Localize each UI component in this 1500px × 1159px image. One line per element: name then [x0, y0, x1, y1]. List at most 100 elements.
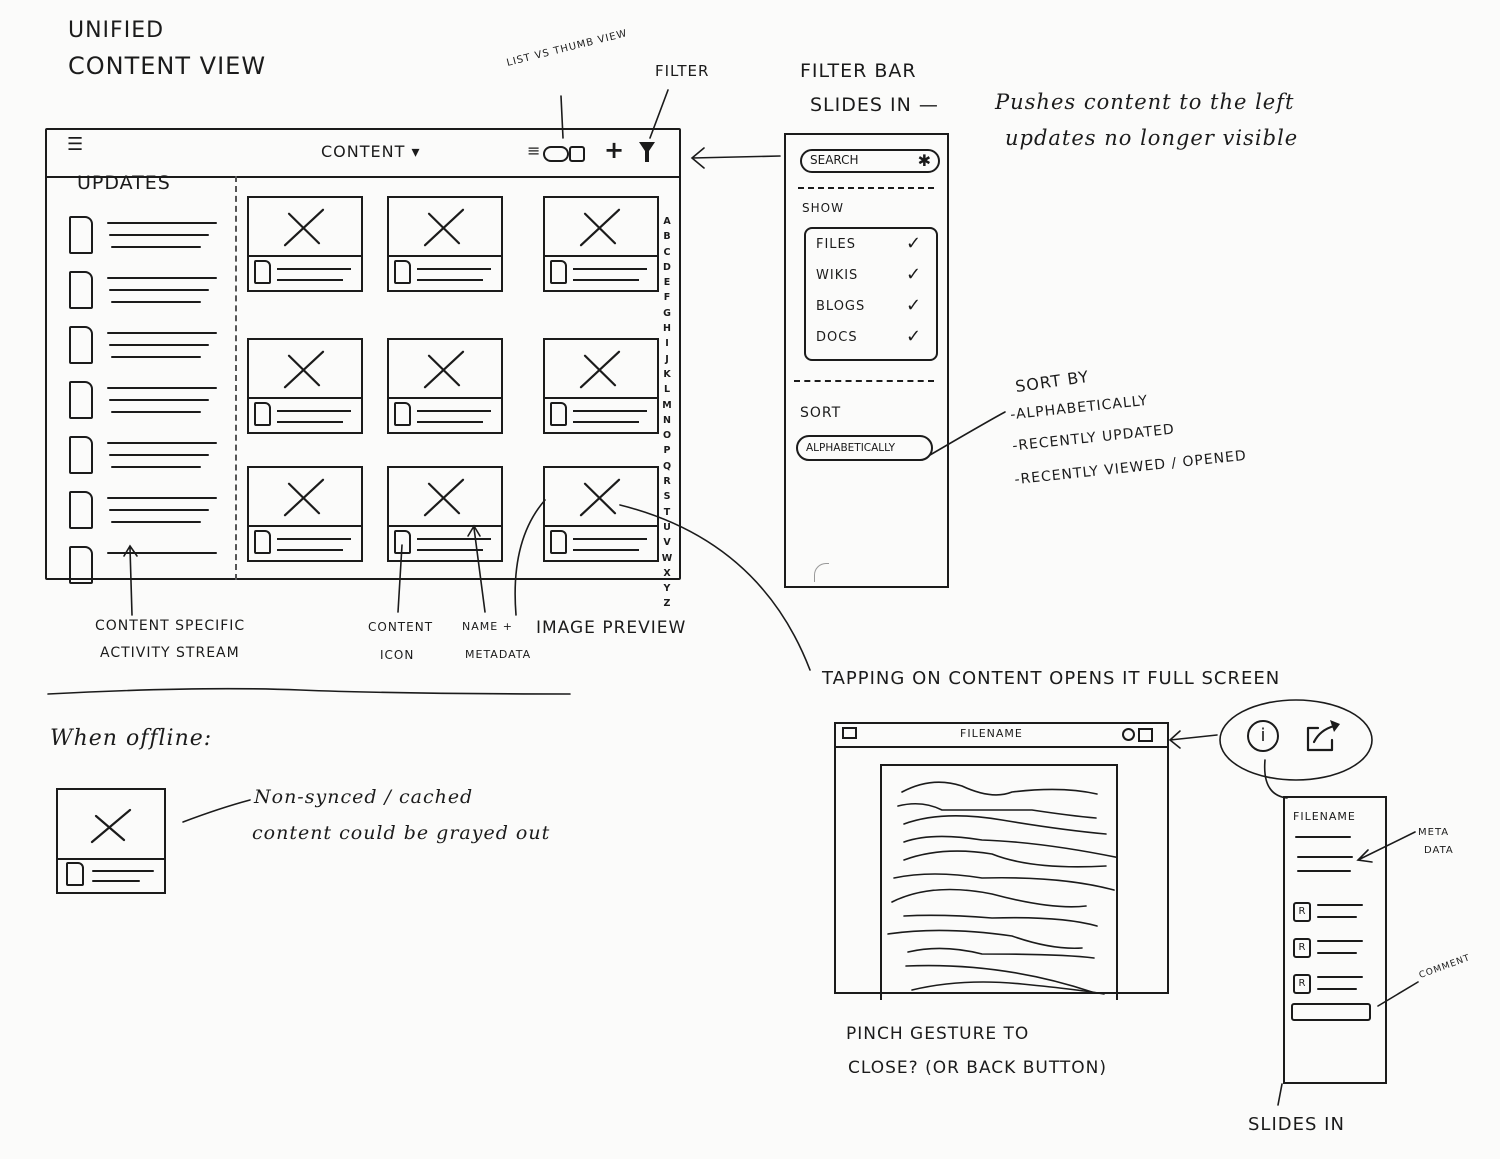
image-placeholder-icon [283, 478, 325, 517]
alpha-index-letter[interactable]: B [663, 231, 671, 243]
metadata-line [92, 870, 154, 872]
name-line [277, 410, 351, 412]
info-panel-filename: Filename [1293, 810, 1356, 823]
alpha-index-letter[interactable]: P [663, 445, 671, 457]
alpha-index-letter[interactable]: R [663, 476, 671, 488]
update-item[interactable] [69, 546, 219, 590]
annotation-updates-not-visible: updates no longer visible [1005, 126, 1299, 150]
divider [794, 380, 934, 382]
text-line [109, 399, 209, 401]
text-line [111, 521, 201, 523]
alpha-index-letter[interactable]: L [663, 384, 671, 396]
content-tile[interactable] [543, 196, 659, 292]
alpha-index-letter[interactable]: D [663, 261, 671, 273]
alpha-index-letter[interactable]: K [663, 368, 671, 380]
show-options-list: Files ✓ Wikis ✓ Blogs ✓ Docs ✓ [804, 227, 938, 361]
alpha-index-letter[interactable]: J [665, 353, 669, 365]
content-tile[interactable] [247, 466, 363, 562]
alpha-index-letter[interactable]: H [663, 323, 671, 335]
update-item[interactable] [69, 271, 219, 315]
comment-line [1317, 904, 1363, 906]
alpha-index-letter[interactable]: W [661, 552, 673, 564]
avatar: R [1293, 974, 1311, 994]
alpha-index-letter[interactable]: Z [663, 598, 671, 610]
checkmark-icon[interactable]: ✓ [906, 233, 922, 254]
sort-label: Sort [800, 405, 842, 421]
content-icon [550, 530, 567, 554]
back-icon[interactable] [842, 727, 857, 739]
sort-dropdown[interactable]: Alphabetically [796, 435, 933, 461]
text-line [109, 234, 209, 236]
name-line [573, 410, 647, 412]
show-option-files[interactable]: Files [816, 237, 857, 252]
show-option-docs[interactable]: Docs [816, 330, 858, 345]
content-tile[interactable] [247, 338, 363, 434]
text-line [109, 289, 209, 291]
share-icon-detail [1306, 720, 1340, 752]
content-tile[interactable] [387, 338, 503, 434]
info-icon[interactable] [1122, 728, 1135, 741]
checkmark-icon[interactable]: ✓ [906, 326, 922, 347]
alpha-index-letter[interactable]: I [665, 338, 669, 350]
content-tile[interactable] [247, 196, 363, 292]
image-preview [389, 468, 501, 528]
alpha-index-letter[interactable]: E [663, 277, 671, 289]
update-item[interactable] [69, 326, 219, 370]
update-item[interactable] [69, 216, 219, 260]
alpha-index-letter[interactable]: C [663, 246, 671, 258]
content-icon [69, 326, 93, 364]
annotation-when-offline: When offline: [50, 726, 213, 751]
fullscreen-filename: Filename [960, 727, 1023, 740]
metadata-line [573, 279, 639, 281]
add-icon[interactable]: + [604, 136, 626, 164]
content-icon [254, 402, 271, 426]
checkmark-icon[interactable]: ✓ [906, 264, 922, 285]
share-icon[interactable] [1138, 728, 1153, 742]
filter-funnel-icon[interactable] [637, 140, 657, 164]
show-option-wikis[interactable]: Wikis [816, 268, 859, 283]
alpha-index-letter[interactable]: F [663, 292, 671, 304]
alpha-index-letter[interactable]: A [663, 216, 671, 227]
alpha-index-letter[interactable]: Q [662, 460, 672, 472]
metadata-line [573, 549, 639, 551]
alpha-index-letter[interactable]: Y [663, 583, 671, 595]
name-line [417, 410, 491, 412]
image-placeholder-icon [423, 350, 465, 389]
update-item[interactable] [69, 436, 219, 480]
image-placeholder-icon [283, 208, 325, 247]
alpha-index-letter[interactable]: G [663, 307, 671, 319]
alpha-index-letter[interactable]: N [663, 414, 671, 426]
content-tile[interactable] [387, 466, 503, 562]
thumb-view-icon[interactable] [543, 146, 569, 162]
image-placeholder-icon [579, 208, 621, 247]
alpha-index-letter[interactable]: M [662, 399, 672, 411]
alpha-index-letter[interactable]: O [662, 430, 672, 442]
content-dropdown[interactable]: Content ▾ [321, 142, 421, 161]
content-tile[interactable] [543, 338, 659, 434]
content-icon [550, 402, 567, 426]
content-tile[interactable] [387, 196, 503, 292]
alpha-index-letter[interactable]: U [663, 521, 671, 533]
content-icon [66, 862, 84, 886]
content-icon [69, 271, 93, 309]
name-line [277, 538, 351, 540]
alpha-index-letter[interactable]: V [663, 537, 671, 549]
show-option-blogs[interactable]: Blogs [816, 299, 866, 314]
comment-line [1317, 952, 1357, 954]
comment-input[interactable] [1291, 1003, 1371, 1021]
hamburger-icon[interactable]: ☰ [67, 134, 85, 155]
offline-content-tile[interactable] [56, 788, 166, 894]
alpha-index-letter[interactable]: X [663, 567, 671, 579]
clear-search-icon[interactable]: ✱ [917, 151, 931, 170]
alpha-index-letter[interactable]: S [663, 491, 671, 503]
updates-title: Updates [77, 172, 171, 194]
list-view-icon[interactable]: ≡ [527, 141, 542, 160]
alpha-index-letter[interactable]: T [663, 506, 671, 518]
checkmark-icon[interactable]: ✓ [906, 295, 922, 316]
search-input[interactable]: Search ✱ [800, 149, 940, 173]
content-tile[interactable] [543, 466, 659, 562]
toggle-icon[interactable] [569, 146, 585, 162]
update-item[interactable] [69, 381, 219, 425]
update-item[interactable] [69, 491, 219, 535]
